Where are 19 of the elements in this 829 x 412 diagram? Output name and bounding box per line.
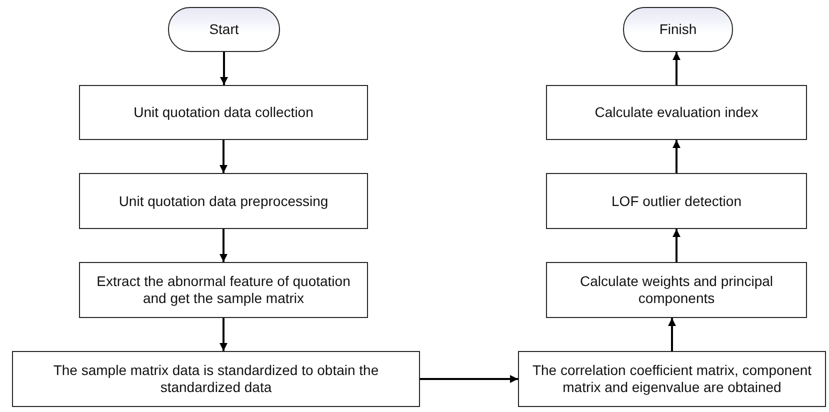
process-box: Unit quotation data preprocessing xyxy=(79,173,368,229)
process-box: Unit quotation data collection xyxy=(79,85,368,140)
process-box: The sample matrix data is standardized to obtain the standardized data xyxy=(12,351,420,407)
process-box: LOF outlier detection xyxy=(546,173,807,229)
arrow xyxy=(672,52,680,85)
terminal-shape: Start xyxy=(168,7,280,52)
arrow xyxy=(420,375,518,383)
arrow xyxy=(220,140,228,173)
arrow xyxy=(672,140,680,173)
process-box: Calculate evaluation index xyxy=(546,85,807,140)
arrow xyxy=(220,52,228,85)
arrow xyxy=(220,318,228,351)
arrow xyxy=(220,229,228,262)
process-box: The correlation coefficient matrix, component matrix and eigenvalue are obtained xyxy=(518,351,826,407)
arrow xyxy=(668,318,676,351)
process-box: Extract the abnormal feature of quotation and get the sample matrix xyxy=(79,262,368,318)
process-box: Calculate weights and principal components xyxy=(546,262,807,318)
arrow xyxy=(672,229,680,262)
terminal-shape: Finish xyxy=(623,7,733,52)
